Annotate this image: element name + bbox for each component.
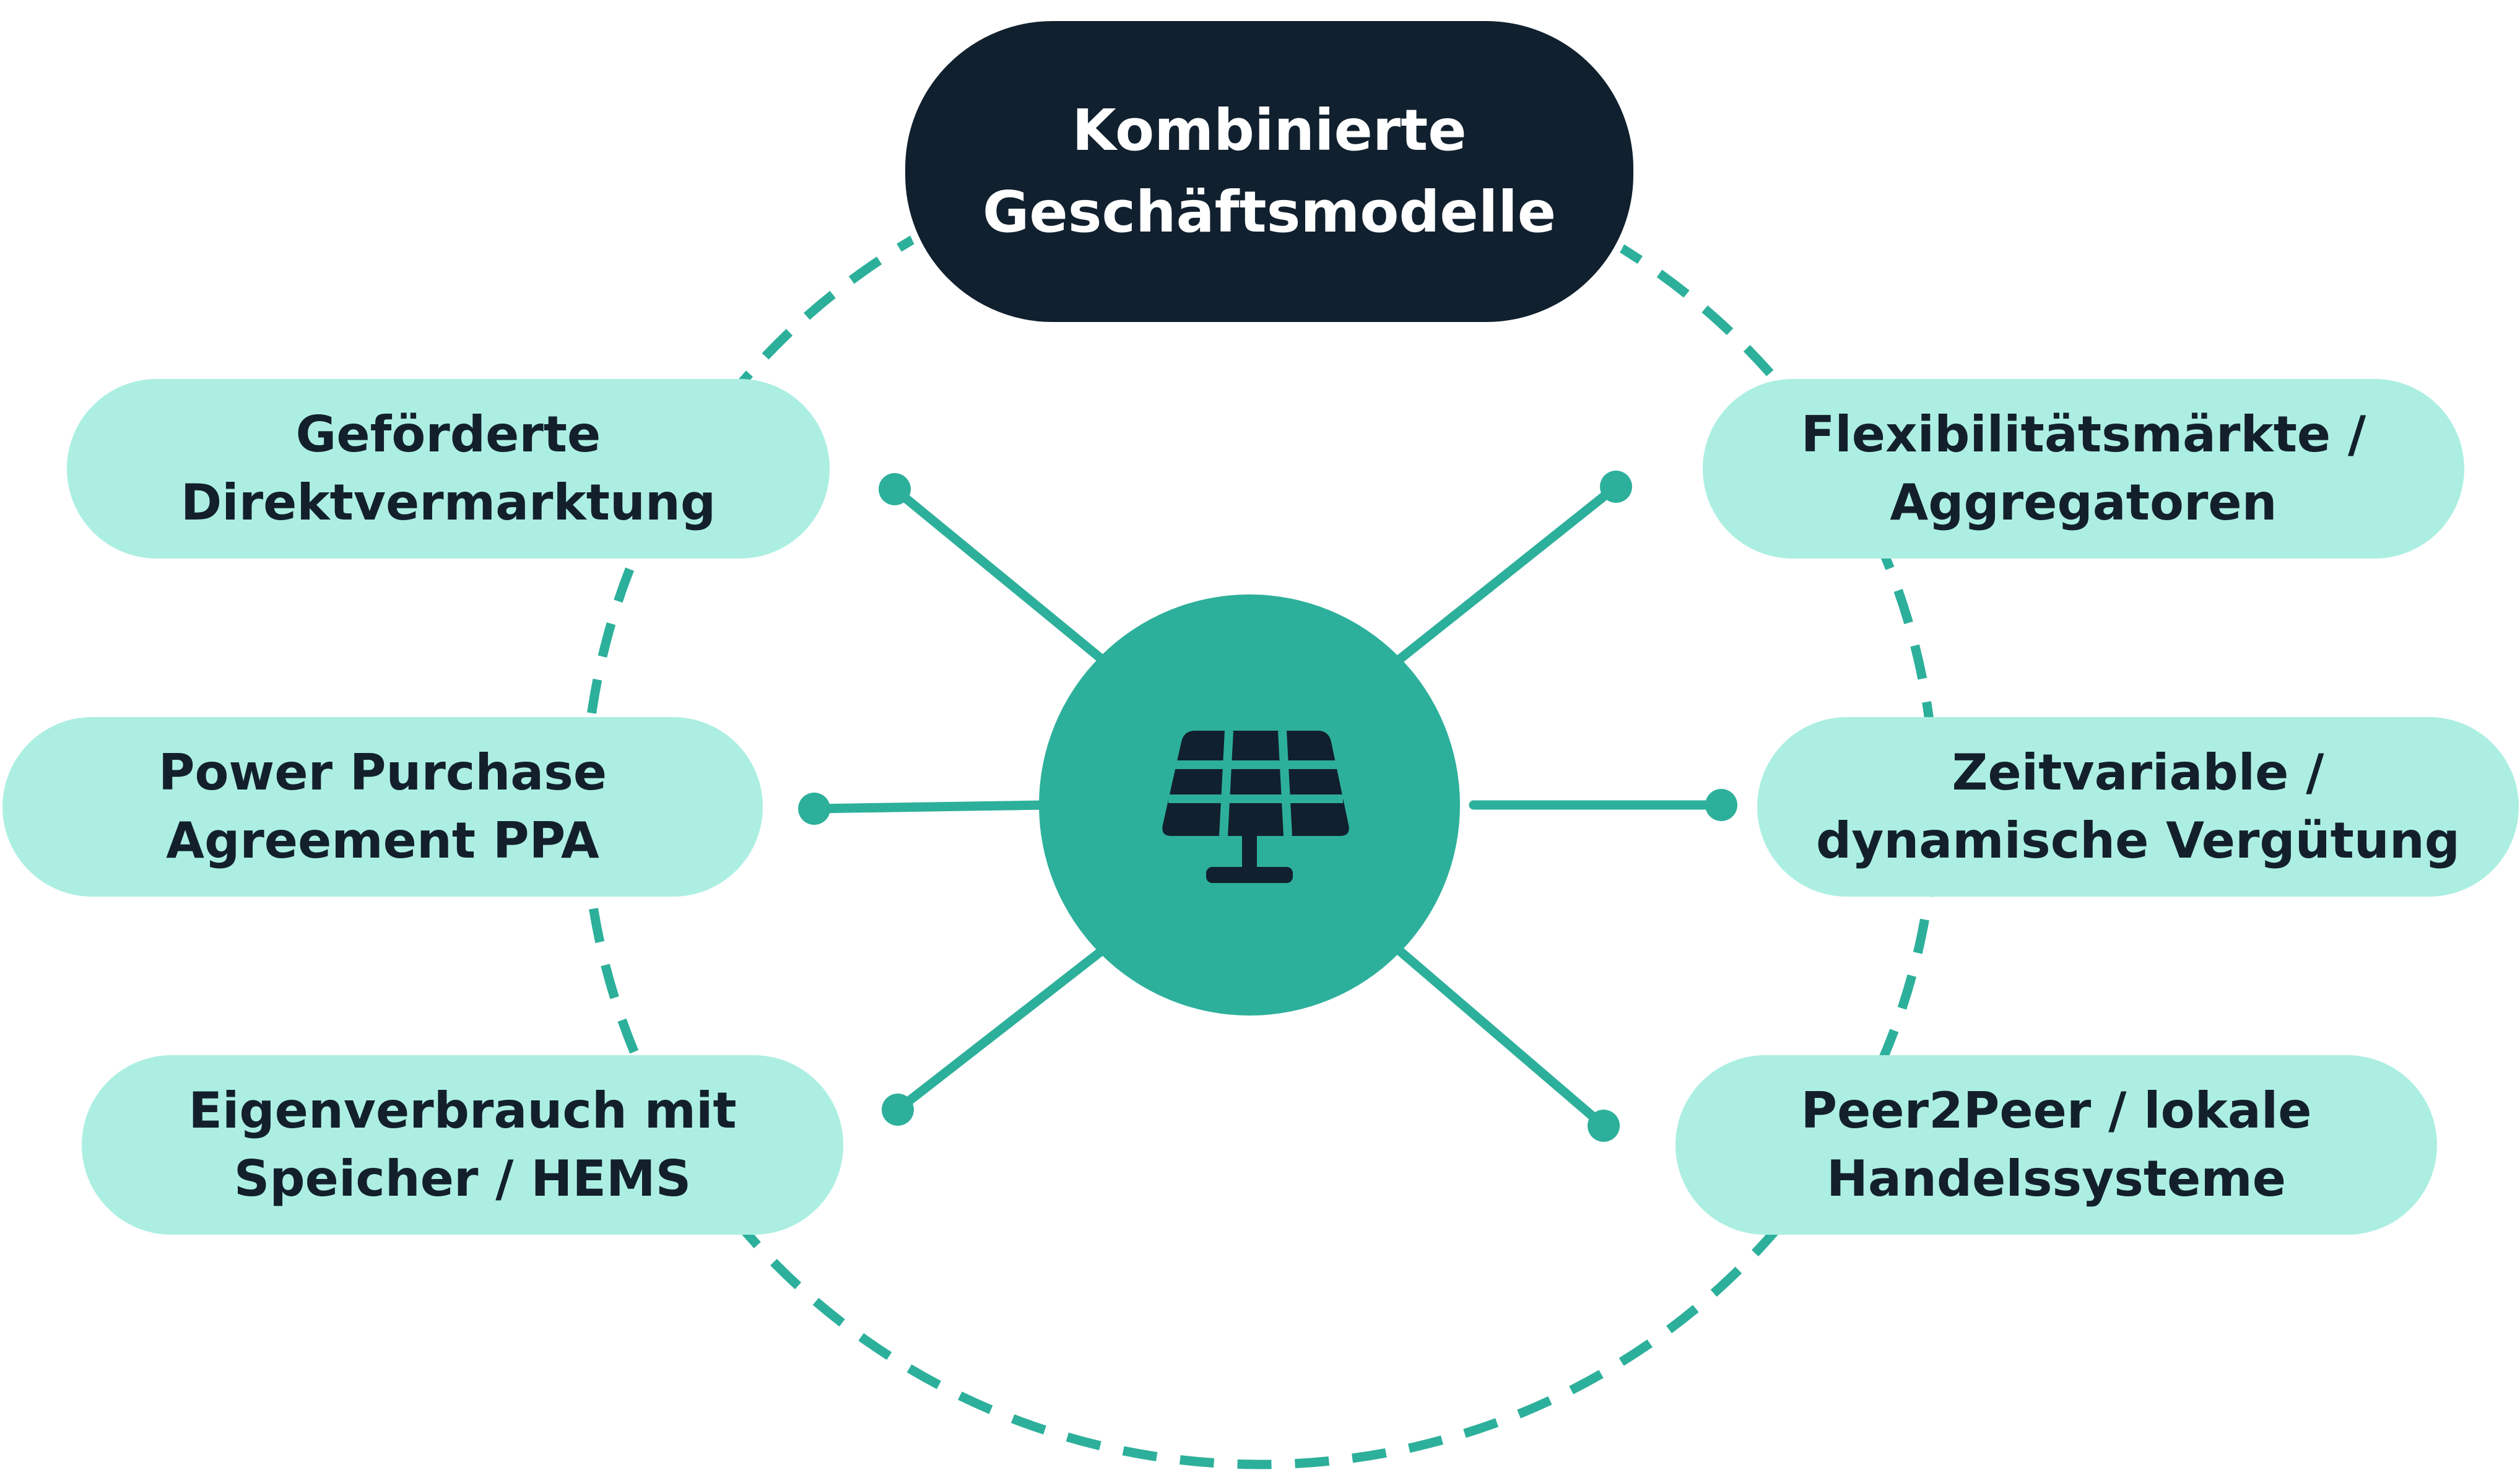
title-node: Kombinierte Geschäftsmodelle [898,14,1641,329]
title-line-2: Geschäftsmodelle [982,179,1557,245]
title-line-1: Kombinierte [1072,97,1467,163]
node-zeitvariable-verguetung: Zeitvariable / dynamische Vergütung [1757,717,2519,897]
spoke-upper-left [890,484,1107,664]
node-power-purchase-agreement: Power Purchase Agreement PPA [2,717,763,897]
node-label-line-1: Geförderte [295,406,601,463]
node-flexibilitaetsmaerkte: Flexibilitätsmärkte / Aggregatoren [1703,379,2464,559]
node-eigenverbrauch-speicher: Eigenverbrauch mit Speicher / HEMS [82,1055,843,1235]
spoke-dot-lower-left [882,1094,914,1126]
node-label-line-1: Eigenverbrauch mit [188,1082,737,1139]
spoke-lower-left [893,946,1107,1115]
node-label-line-1: Flexibilitätsmärkte / [1801,406,2366,463]
node-peer2peer-handel: Peer2Peer / lokale Handelssysteme [1675,1055,2437,1235]
solar-panel-icon [1162,730,1349,883]
node-gefoerderte-direktvermarktung: Geförderte Direktvermarktung [67,379,830,559]
node-label-line-2: Speicher / HEMS [233,1150,692,1207]
node-label-line-1: Zeitvariable / [1952,744,2324,801]
spoke-upper-right [1394,482,1621,664]
spoke-dot-lower-right [1588,1110,1620,1142]
node-label-line-2: Direktvermarktung [180,474,716,531]
node-label-line-1: Peer2Peer / lokale [1801,1082,2312,1139]
node-label-line-2: dynamische Vergütung [1815,812,2461,869]
spoke-dot-middle-left [798,793,830,825]
spoke-lower-right [1394,946,1609,1131]
node-label-line-1: Power Purchase [158,744,607,801]
node-label-line-2: Aggregatoren [1890,474,2277,531]
node-label-line-2: Handelssysteme [1827,1150,2286,1207]
node-label-line-2: Agreement PPA [166,812,599,869]
spoke-dot-upper-left [879,473,911,505]
spoke-middle-left [809,800,1051,814]
spoke-dot-middle-right [1705,789,1737,821]
spoke-dot-upper-right [1600,471,1632,503]
